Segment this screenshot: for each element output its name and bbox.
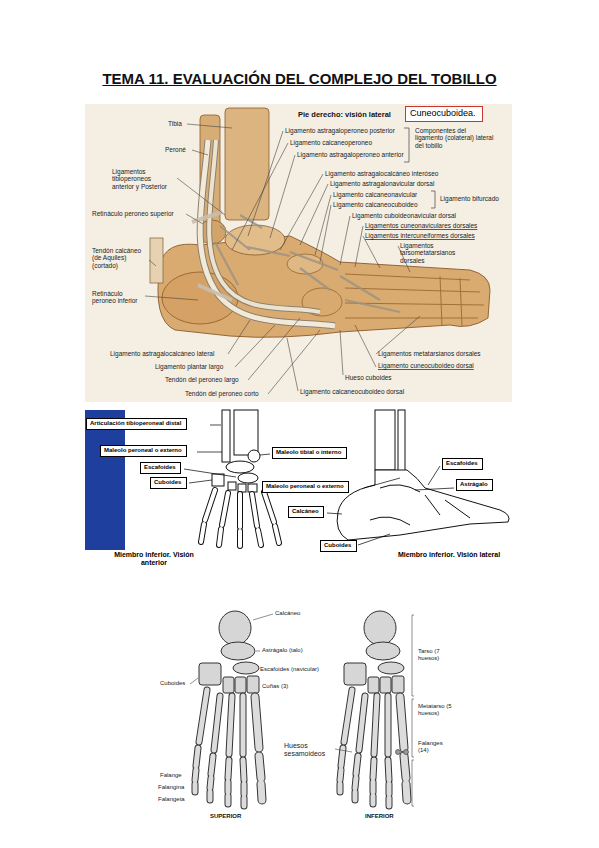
box-text: Escafoides xyxy=(446,460,478,467)
part-label: Componentes del ligamento (colateral) la… xyxy=(415,127,495,149)
box-text: Articulación tibioperoneal distal xyxy=(90,420,181,427)
part-label: Calcáneo xyxy=(275,610,300,617)
part-label: Ligamentos intercuneiformes dorsales xyxy=(365,232,475,239)
part-label: Ligamento bifurcado xyxy=(440,195,499,202)
ankle-ligament-illustration xyxy=(85,104,512,402)
label-box: Cuneocuboidea. xyxy=(405,106,483,122)
box-text: Cuboides xyxy=(324,542,351,549)
box-text: Maleolo tibial o interno xyxy=(276,449,341,456)
part-label: Falanges (14) xyxy=(418,740,450,754)
part-label: Ligamento calcaneoperoneo xyxy=(290,139,372,146)
part-label: SUPERIOR xyxy=(210,813,241,820)
part-label: Tendón del peroneo largo xyxy=(165,376,239,383)
part-label: Tarso (7 huesos) xyxy=(418,648,452,662)
part-label: Tibia xyxy=(168,120,182,127)
part-label: Ligamentos tarsometatarsianos dorsales xyxy=(400,242,472,264)
part-label: Ligamento astragalocalcáneo interóseo xyxy=(325,170,438,177)
part-label: Ligamento cuboideonavicular dorsal xyxy=(352,212,456,219)
part-label: Falangina xyxy=(158,784,184,791)
label-box: Articulación tibioperoneal distal xyxy=(86,418,187,430)
part-label: Ligamentos tibioperoneos anterior y Post… xyxy=(112,168,174,190)
part-label: Peroné xyxy=(165,146,186,153)
part-label: Ligamento plantar largo xyxy=(155,363,223,370)
part-label: INFERIOR xyxy=(365,813,394,820)
label-box: Cuboides xyxy=(150,477,187,489)
part-label: Retináculo peroneo inferior xyxy=(92,290,142,305)
part-label: Cuboides xyxy=(160,680,185,687)
label-box: Maleolo peroneal o externo xyxy=(100,445,187,457)
figure-caption: Miembro inferior. Visión anterior xyxy=(110,550,198,568)
part-label: Ligamento astragalocalcáneo lateral xyxy=(110,350,214,357)
part-label: Ligamento astragaloperoneo posterior xyxy=(285,127,395,134)
part-label: Ligamentos cuneonaviculares dorsales xyxy=(365,222,477,229)
foot-skeleton-illustration xyxy=(190,611,414,806)
part-label: Ligamento calcaneocuboideo dorsal xyxy=(300,388,404,395)
lower-limb-illustration xyxy=(85,410,515,573)
box-text: Maleolo peroneal o externo xyxy=(104,447,182,454)
part-label: Ligamento astragalonavicular dorsal xyxy=(330,180,434,187)
part-label: Ligamento cuneocuboideo dorsal xyxy=(378,362,474,369)
box-text: Calcáneo xyxy=(292,508,319,515)
part-label: Falangeta xyxy=(158,796,185,803)
figure-caption: Miembro inferior. Visión lateral xyxy=(395,550,503,560)
label-box: Astrágalo xyxy=(456,479,493,491)
label-box: Maleolo peroneal o externo xyxy=(262,481,349,493)
part-label: Astrágalo (talo) xyxy=(262,647,303,654)
part-label: Metatarso (5 huesos) xyxy=(418,703,458,717)
part-label: Escafoides (navicular) xyxy=(260,666,319,673)
part-label: Tendón calcáneo (de Aquiles) (cortado) xyxy=(92,247,147,269)
part-label: Ligamentos metatarsianos dorsales xyxy=(378,350,481,357)
part-label: Pie derecho: visión lateral xyxy=(298,111,391,120)
box-text: Cuneocuboidea. xyxy=(410,108,476,119)
box-text: Cuboides xyxy=(154,479,181,486)
box-text: Maleolo peroneal o externo xyxy=(266,483,344,490)
part-label: Cuñas (3) xyxy=(262,683,288,690)
label-box: Escafoides xyxy=(442,458,483,470)
page-title: TEMA 11. EVALUACIÓN DEL COMPLEJO DEL TOB… xyxy=(0,70,599,87)
part-label: Retináculo peroneo superior xyxy=(92,210,174,217)
part-label: Tendón del peroneo corto xyxy=(185,390,259,397)
part-label: Huesos sesamoideos xyxy=(284,742,334,758)
box-text: Escafoides xyxy=(144,464,176,471)
part-label: Hueso cuboides xyxy=(345,374,392,381)
leader-lines xyxy=(190,614,414,806)
part-label: Ligamento calcaneocuboideo xyxy=(333,201,418,208)
part-label: Ligamento astragaloperoneo anterior xyxy=(297,151,404,158)
label-box: Maleolo tibial o interno xyxy=(272,447,347,459)
part-label: Ligamento calcaneonavicular xyxy=(333,191,417,198)
label-box: Escafoides xyxy=(140,462,181,474)
box-text: Astrágalo xyxy=(460,481,488,488)
label-box: Calcáneo xyxy=(288,506,324,518)
leader-lines xyxy=(184,425,454,545)
label-box: Cuboides xyxy=(320,540,357,552)
part-label: Falange xyxy=(160,772,182,779)
